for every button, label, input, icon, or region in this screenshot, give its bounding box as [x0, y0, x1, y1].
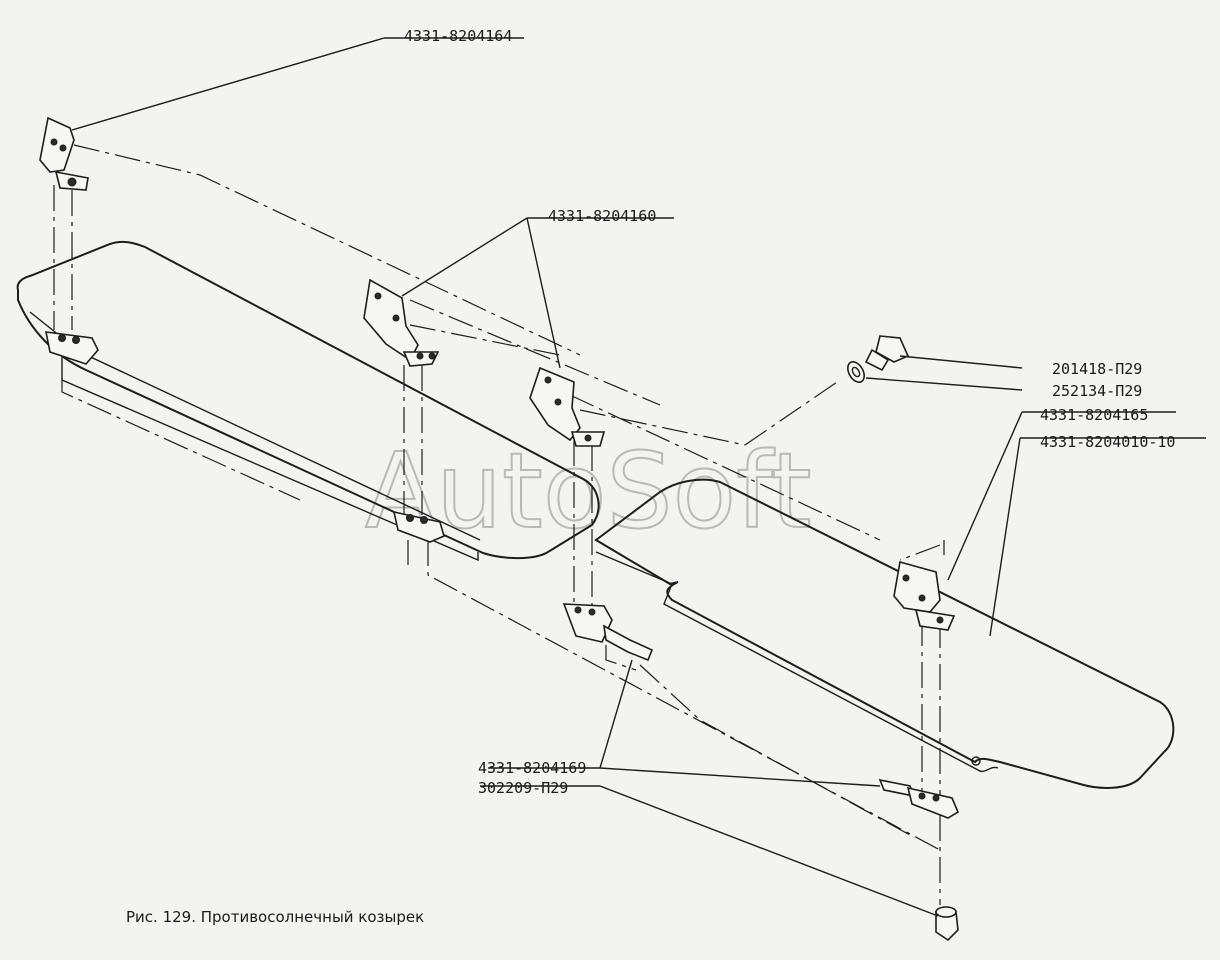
label-4331-8204010-10: 4331-8204010-10 — [1040, 433, 1175, 451]
bracket-left-outer — [39, 116, 89, 191]
bracket-centre-1 — [363, 278, 440, 367]
pivot-rod-left — [562, 603, 654, 662]
bracket-right — [893, 560, 956, 631]
washer-252134 — [847, 361, 865, 383]
label-4331-8204164: 4331-8204164 — [404, 27, 512, 45]
label-302209-p29: 302209-П29 — [478, 779, 568, 797]
part-labels: 4331-8204164 4331-8204160 201418-П29 252… — [404, 27, 1175, 797]
figure-caption: Рис. 129. Противосолнечный козырек — [126, 908, 424, 926]
pivot-rod-right — [878, 778, 960, 819]
screw-302209 — [935, 906, 959, 942]
assembly-lines — [53, 144, 945, 905]
label-4331-8204165: 4331-8204165 — [1040, 406, 1148, 424]
bolt-201418 — [864, 335, 910, 372]
label-201418-p29: 201418-П29 — [1052, 360, 1142, 378]
leader-lines — [71, 37, 1206, 917]
label-4331-8204169: 4331-8204169 — [478, 759, 586, 777]
right-visor-panel — [594, 478, 1175, 789]
label-4331-8204160: 4331-8204160 — [548, 207, 656, 225]
label-252134-p29: 252134-П29 — [1052, 382, 1142, 400]
hinge-clips — [44, 331, 445, 543]
bracket-centre-2 — [529, 366, 606, 447]
